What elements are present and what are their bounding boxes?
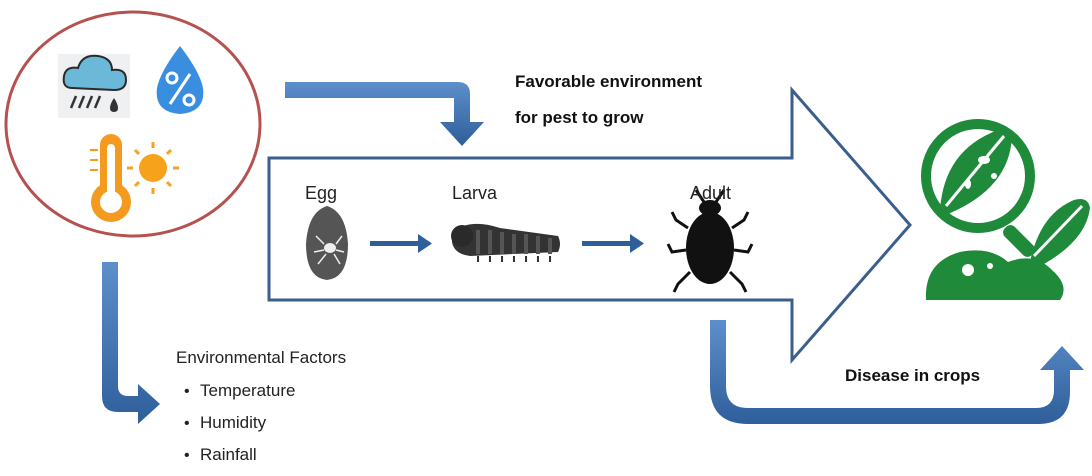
arrow-favorable-environment <box>285 82 484 146</box>
thermometer-icon <box>90 134 131 222</box>
environment-circle <box>6 12 260 236</box>
factor-item-temperature: Temperature <box>184 380 295 412</box>
rain-cloud-icon <box>58 54 130 118</box>
environmental-factors-list: Temperature Humidity Rainfall <box>184 380 295 476</box>
favorable-label-line1: Favorable environment <box>515 72 702 92</box>
factor-item-humidity: Humidity <box>184 412 295 444</box>
factor-item-rainfall: Rainfall <box>184 444 295 476</box>
big-lifecycle-arrow <box>269 90 910 360</box>
favorable-label-line2: for pest to grow <box>515 108 643 128</box>
stage-label-egg: Egg <box>305 183 337 204</box>
stage-label-larva: Larva <box>452 183 497 204</box>
stage-label-adult: Adult <box>690 183 731 204</box>
disease-label: Disease in crops <box>845 366 980 386</box>
plant-disease-magnifier-icon <box>926 124 1090 300</box>
humidity-drop-icon <box>157 46 204 114</box>
sun-icon <box>127 142 179 194</box>
arrow-environmental-factors <box>102 262 160 424</box>
environmental-factors-title: Environmental Factors <box>176 348 346 368</box>
